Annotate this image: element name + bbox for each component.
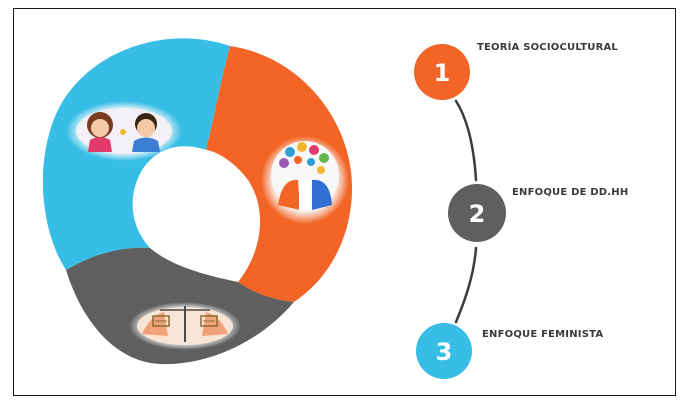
step-connector	[454, 99, 478, 324]
step-2-label: ENFOQUE DE DD.HH	[512, 187, 629, 198]
step-3: 3	[416, 323, 472, 379]
step-1-circle	[414, 44, 470, 100]
step-3-number: 3	[436, 338, 453, 366]
step-2-number: 2	[469, 200, 486, 228]
ring-center	[134, 148, 250, 260]
step-2: 2	[448, 184, 506, 242]
step-2-circle	[448, 184, 506, 242]
step-1: 1	[414, 44, 470, 100]
step-3-label: ENFOQUE FEMINISTA	[482, 329, 604, 340]
diverse-heads-illustration	[261, 136, 349, 224]
step-3-circle	[416, 323, 472, 379]
step-1-number: 1	[434, 59, 451, 87]
children-talking-illustration	[66, 101, 182, 161]
connector-1-2	[454, 99, 478, 182]
connector-2-3	[454, 246, 478, 324]
balance-scale-illustration	[129, 302, 241, 350]
step-1-label: TEORÍA SOCIOCULTURAL	[477, 42, 618, 53]
